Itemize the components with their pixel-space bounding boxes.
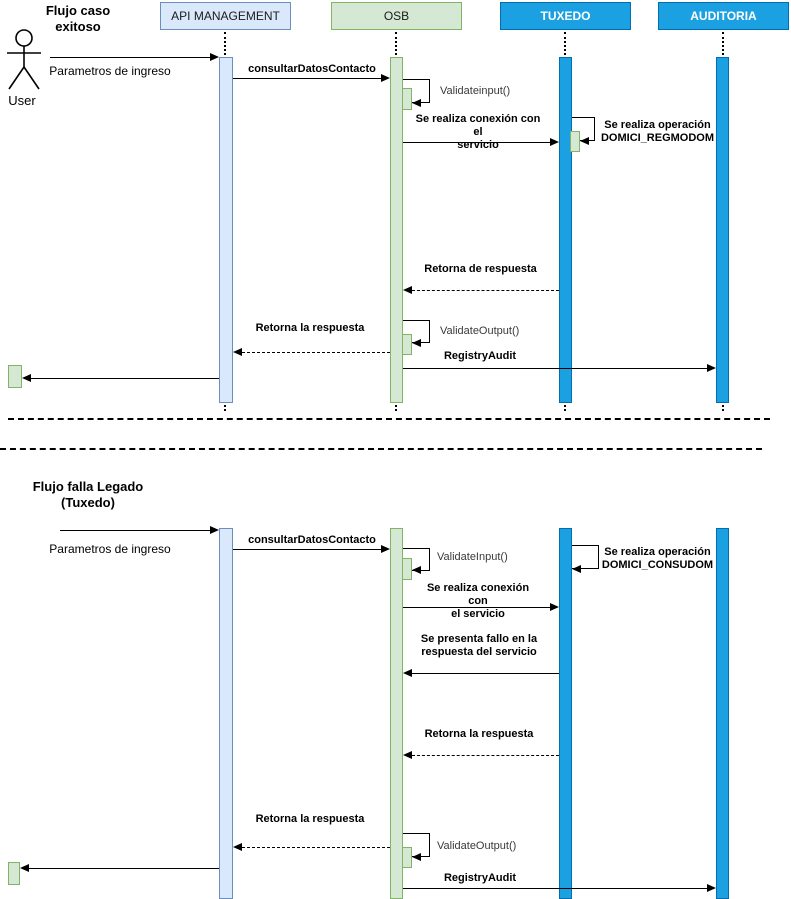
message-arrow-registryaudit-d2 <box>403 888 707 889</box>
message-arrow-api-to-user-d2 <box>29 868 219 869</box>
message-label-registryaudit-d2: RegistryAudit <box>443 872 517 884</box>
arrowhead-left-icon <box>403 286 412 294</box>
arrowhead-left-icon <box>20 864 29 872</box>
arrowhead-left-icon <box>403 669 412 677</box>
arrowhead-left-icon <box>580 137 589 145</box>
message-label-operacion-d2: Se realiza operación DOMICI_CONSUDOM <box>601 546 714 572</box>
message-label-validateinput-d2: ValidateInput() <box>437 551 508 563</box>
message-label-parametros-d2: Parametros de ingreso <box>49 542 171 556</box>
nested-activation-osb-d2 <box>402 558 412 580</box>
diagram2-title: Flujo falla Legado (Tuxedo) <box>32 479 144 511</box>
message-label-validateoutput-d2: ValidateOutput() <box>437 840 517 852</box>
message-label-retorna-la-d1: Retorna la respuesta <box>255 322 365 334</box>
message-label-consultar-d2: consultarDatosContacto <box>248 534 376 546</box>
section-separator-line <box>8 418 770 420</box>
message-arrow-retorna-la-d1 <box>242 352 390 353</box>
message-arrow-conexion-d2 <box>403 607 550 608</box>
lifeline-header-api-management: API MANAGEMENT <box>160 2 291 30</box>
nested-activation-tuxedo-d1 <box>570 131 580 152</box>
nested-activation-osb2-d1 <box>402 334 412 355</box>
lifeline-stub-bottom-tuxedo <box>564 405 566 411</box>
activation-bar-api-d2 <box>219 528 233 899</box>
lifeline-stub-bottom-api <box>224 405 226 411</box>
arrowhead-right-icon <box>210 526 219 534</box>
message-arrow-fallo-d2 <box>412 673 559 674</box>
arrowhead-left-icon <box>233 843 242 851</box>
self-call-loop-tuxedo-d2 <box>572 545 599 569</box>
lifeline-stub-api <box>224 32 226 55</box>
message-label-registryaudit-d1: RegistryAudit <box>443 350 517 362</box>
arrowhead-right-icon <box>381 545 390 553</box>
arrowhead-left-icon <box>412 339 421 347</box>
activation-bar-osb-d1 <box>390 57 403 403</box>
lifeline-stub-bottom-auditoria <box>722 405 724 411</box>
user-actor-icon <box>7 29 41 90</box>
message-arrow-user-to-api-d1 <box>50 57 211 58</box>
lifeline-header-auditoria: AUDITORIA <box>658 2 789 30</box>
lifeline-stub-tuxedo <box>564 32 566 55</box>
message-arrow-conexion-d1 <box>403 142 550 143</box>
lifeline-stub-auditoria <box>722 32 724 55</box>
arrowhead-right-icon <box>381 74 390 82</box>
activation-bar-auditoria-d1 <box>716 57 729 403</box>
message-label-retorna-d1: Retorna de respuesta <box>424 263 537 275</box>
message-arrow-registryaudit-d1 <box>403 368 707 369</box>
message-label-validateinput-d1: Validateinput() <box>440 85 511 97</box>
nested-activation-osb-d1 <box>402 88 412 110</box>
arrowhead-left-icon <box>412 566 421 574</box>
message-arrow-user-to-api-d2 <box>60 530 210 531</box>
activation-bar-auditoria-d2 <box>716 528 729 899</box>
message-label-retorna-tuxedo-d2: Retorna la respuesta <box>424 728 534 740</box>
message-label-retorna-api-d2: Retorna la respuesta <box>255 813 365 825</box>
arrowhead-left-icon <box>233 348 242 356</box>
activation-bar-tuxedo-d1 <box>559 57 572 403</box>
arrowhead-left-icon <box>412 99 421 107</box>
message-label-consultar-d1: consultarDatosContacto <box>248 63 376 75</box>
nested-activation-osb2-d2 <box>402 847 412 868</box>
user-endpoint-box-d1 <box>8 365 22 388</box>
lifeline-stub-osb <box>395 32 397 55</box>
arrowhead-right-icon <box>707 884 716 892</box>
message-label-fallo-d2: Se presenta fallo en la respuesta del se… <box>420 633 538 659</box>
message-arrow-api-to-user-d1 <box>31 378 219 379</box>
arrowhead-left-icon <box>22 374 31 382</box>
message-label-operacion-d1: Se realiza operación DOMICI_REGMODOM <box>600 119 715 145</box>
message-label-validateoutput-d1: ValidateOutput() <box>440 325 520 337</box>
diagram1-title: Flujo caso exitoso <box>45 3 111 35</box>
arrowhead-left-icon <box>403 751 412 759</box>
arrowhead-left-icon <box>572 565 581 573</box>
activation-bar-api-d1 <box>219 57 233 403</box>
arrowhead-right-icon <box>550 603 559 611</box>
message-label-parametros-d1: Parametros de ingreso <box>49 64 171 78</box>
lifeline-header-osb: OSB <box>331 2 462 30</box>
message-arrow-retorna-api-d2 <box>242 847 390 848</box>
section-separator-line <box>0 448 762 450</box>
message-arrow-retorna-d1 <box>412 290 559 291</box>
arrowhead-right-icon <box>550 138 559 146</box>
arrowhead-left-icon <box>412 853 421 861</box>
lifeline-header-tuxedo: TUXEDO <box>500 2 631 30</box>
arrowhead-right-icon <box>707 364 716 372</box>
user-endpoint-box-d2 <box>8 862 20 885</box>
lifeline-stub-bottom-osb <box>395 405 397 411</box>
arrowhead-right-icon <box>210 53 219 61</box>
activation-bar-tuxedo-d2 <box>559 528 572 899</box>
message-arrow-consultar-d1 <box>233 78 381 79</box>
activation-bar-osb-d2 <box>390 528 403 899</box>
message-label-conexion-d1: Se realiza conexión con el servicio <box>415 113 541 152</box>
message-arrow-consultar-d2 <box>233 549 381 550</box>
user-actor-label: User <box>8 93 36 108</box>
message-arrow-retorna-tuxedo-d2 <box>412 755 559 756</box>
message-label-conexion-d2: Se realiza conexión con el servicio <box>426 582 530 621</box>
